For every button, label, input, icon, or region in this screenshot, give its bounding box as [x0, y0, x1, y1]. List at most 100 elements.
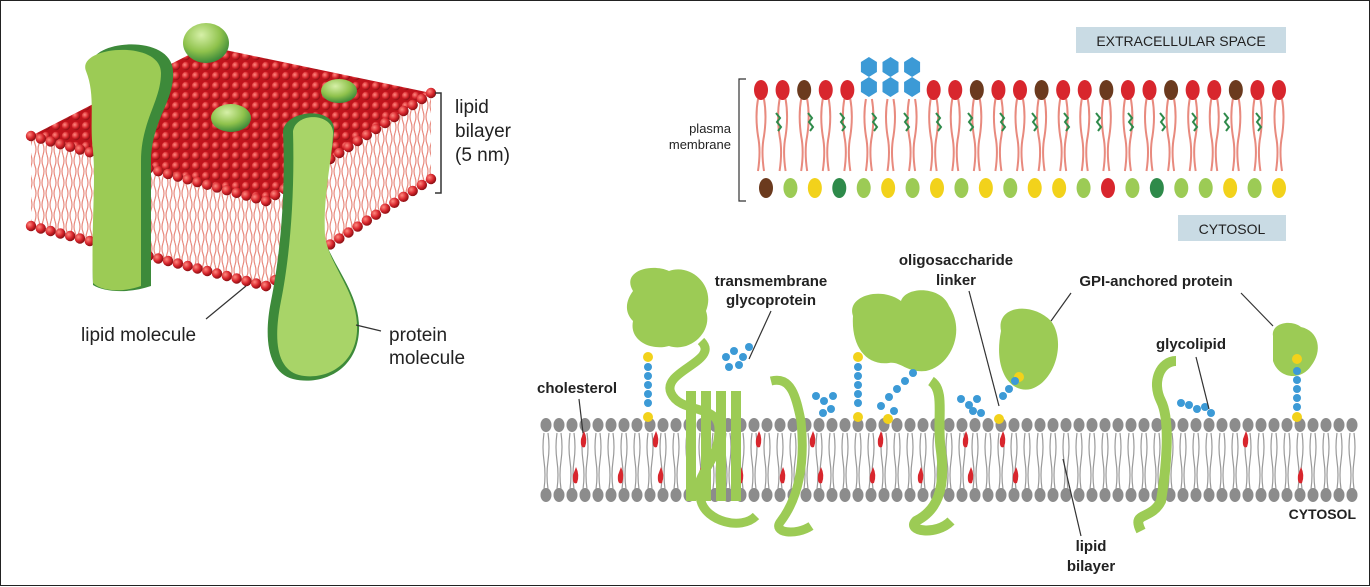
cholesterol-inner: [572, 467, 579, 484]
lipid-head-inner: [800, 488, 812, 502]
sugar-bead: [957, 395, 965, 403]
lipid-head-inner: [618, 488, 630, 502]
plasma-membrane-label-line1: plasma: [689, 121, 732, 136]
lipid-head-inner: [891, 488, 903, 502]
lipid-tail: [1283, 432, 1291, 490]
lipid-head-outer: [1216, 418, 1228, 432]
outer-head: [775, 80, 790, 100]
cholesterol-squiggle: [903, 112, 911, 132]
lipid-head-inner: [761, 488, 773, 502]
lipid-head-inner: [1086, 488, 1098, 502]
sugar-bead: [644, 372, 652, 380]
lipid-head-inner: [1229, 488, 1241, 502]
lipid-head-inner: [1333, 488, 1345, 502]
fatty-acid-tail: [949, 98, 961, 172]
lipid-head-outer: [748, 418, 760, 432]
lipid-tail: [646, 432, 654, 490]
lipid-head-outer: [956, 418, 968, 432]
outer-head: [754, 80, 768, 100]
lipid-head: [84, 147, 95, 158]
oligosaccharide-linker-label-line1: oligosaccharide: [899, 252, 1013, 269]
outer-head: [926, 80, 941, 100]
cholesterol-squiggle: [1255, 112, 1263, 132]
outer-head: [969, 80, 984, 100]
lipid-head: [202, 179, 213, 190]
lipid-head: [84, 235, 95, 247]
fatty-acid-tail: [863, 98, 875, 172]
lipid-head: [407, 185, 418, 197]
sugar-bead: [1293, 376, 1301, 384]
fatty-acid-tail: [928, 98, 940, 172]
membrane-protein-types: transmembrane glycoprotein oligosacchari…: [537, 252, 1358, 575]
lipid-head-outer: [1008, 418, 1020, 432]
inner-head: [783, 178, 798, 198]
lipid-head-outer: [1086, 418, 1098, 432]
gpi-protein-far-left: [626, 267, 709, 362]
protein-molecule-right: [267, 113, 360, 381]
inner-head: [1149, 178, 1164, 198]
lipid-head: [425, 87, 437, 99]
lipid-head: [269, 189, 281, 201]
outer-head: [1164, 80, 1179, 100]
lipid-head-outer: [813, 418, 825, 432]
lipid-head-inner: [969, 488, 981, 502]
outer-head: [1034, 80, 1049, 100]
lipid-tail: [620, 432, 628, 490]
lipid-tail: [1023, 432, 1031, 490]
lipid-head-outer: [1151, 418, 1163, 432]
lipid-head: [352, 221, 363, 232]
lipid-head: [25, 220, 37, 232]
sugar-bead: [1011, 377, 1019, 385]
lipid-tail: [1309, 432, 1317, 490]
lipid-head-inner: [605, 488, 617, 502]
lipid-head: [260, 280, 272, 292]
lipid-tail: [971, 432, 979, 490]
fatty-acid-tail: [1122, 98, 1134, 172]
sugar-hexagon: [882, 77, 899, 97]
lipid-head-outer: [1242, 418, 1254, 432]
sugar-bead: [977, 409, 985, 417]
lipid-head-inner: [917, 488, 929, 502]
sugar-bead: [854, 381, 862, 389]
lipid-head-inner: [995, 488, 1007, 502]
lipid-tail: [1036, 432, 1044, 490]
anchor-yellow: [883, 414, 893, 424]
lipid-tail: [607, 432, 615, 490]
lipid-head-outer: [566, 418, 578, 432]
lipid-head-inner: [1281, 488, 1293, 502]
lipid-head-outer: [540, 418, 552, 432]
sugar-bead: [735, 361, 743, 369]
bottom-bilayer-tails: [542, 432, 1356, 490]
lipid-head-inner: [1060, 488, 1072, 502]
lipid-head-inner: [579, 488, 591, 502]
lipid-head-inner: [1216, 488, 1228, 502]
transmembrane-glycoprotein-label-line2: glycoprotein: [726, 292, 816, 309]
sugar-bead: [644, 399, 652, 407]
bilayer-bracket: [435, 92, 442, 194]
lipid-head: [251, 278, 262, 289]
fatty-acid-tail: [906, 98, 918, 172]
protein-molecule-pointer: [355, 324, 382, 332]
lipid-tail: [854, 432, 862, 490]
lipid-head-inner: [774, 488, 786, 502]
lipid-head-outer: [1060, 418, 1072, 432]
outer-head: [840, 80, 855, 100]
cholesterol-squiggle: [839, 112, 847, 132]
lipid-head-inner: [826, 488, 838, 502]
lipid-head: [162, 255, 174, 267]
anchor-yellow: [853, 412, 863, 422]
lipid-head-outer: [787, 418, 799, 432]
lipid-head: [231, 187, 242, 199]
lipid-head-inner: [1047, 488, 1059, 502]
lipid-tail: [945, 432, 953, 490]
lipid-tail: [555, 432, 563, 490]
lipid-head-inner: [1021, 488, 1033, 502]
fatty-acid-tail: [820, 98, 832, 172]
lipid-head: [35, 223, 46, 234]
lipid-head: [343, 227, 354, 238]
lipid-head: [398, 191, 409, 203]
sugar-bead: [644, 363, 652, 371]
lipid-head: [55, 138, 66, 150]
cholesterol-squiggle: [967, 112, 975, 132]
